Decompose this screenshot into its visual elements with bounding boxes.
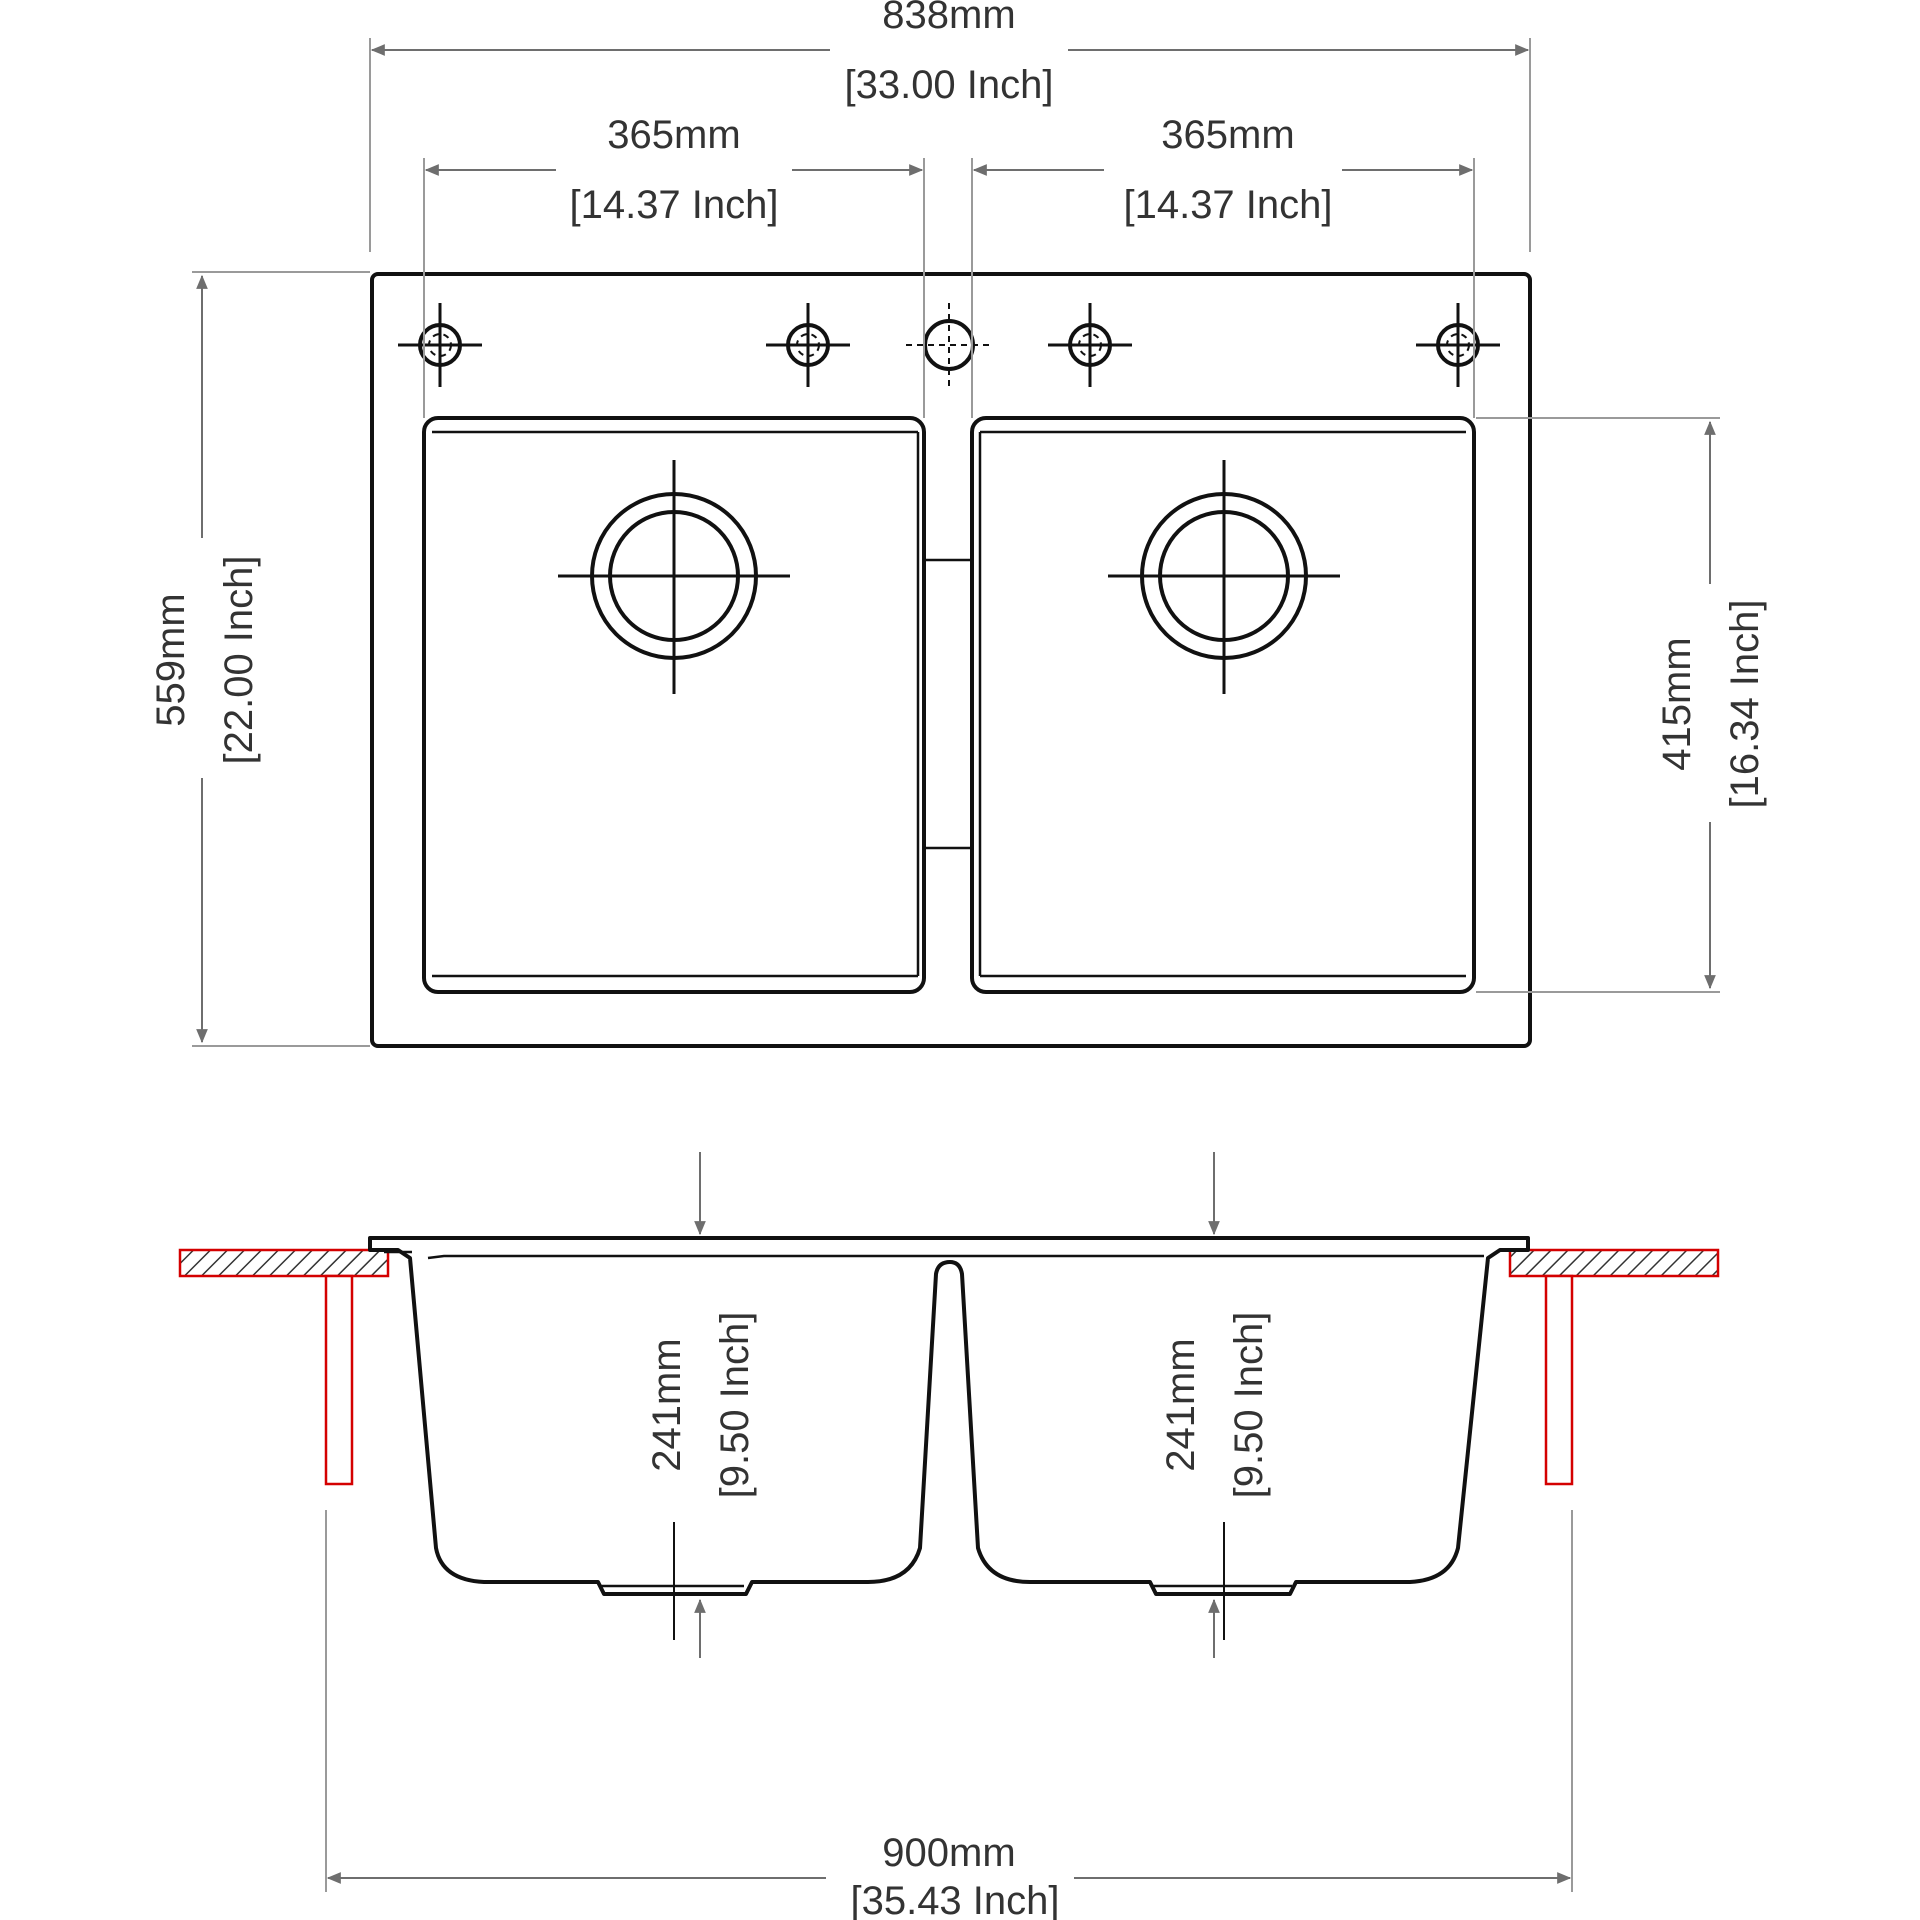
left-bowl-height-inch: [9.50 Inch] — [713, 1312, 757, 1499]
tap-hole-2 — [766, 303, 850, 387]
tap-hole-1 — [398, 303, 482, 387]
cabinet-width-dimension: 900mm [35.43 Inch] — [325, 1510, 1573, 1920]
left-bowl-width-dimension: 365mm [14.37 Inch] — [423, 113, 925, 418]
bowl-depth-inch: [16.34 Inch] — [1723, 599, 1767, 808]
left-bowl-width-mm: 365mm — [607, 113, 740, 157]
right-bowl-height-mm: 241mm — [1159, 1338, 1203, 1471]
tap-hole-4 — [1416, 303, 1500, 387]
top-view: 838mm [33.00 Inch] 365mm [14.37 Inch] 36… — [149, 0, 1767, 1048]
right-bowl-height-dimension: 241mm [9.50 Inch] — [1159, 1152, 1271, 1658]
bowl-depth-dimension: 415mm [16.34 Inch] — [1476, 417, 1767, 993]
section-view: 241mm [9.50 Inch] 241mm [9.50 Inch] 900m… — [178, 1152, 1720, 1920]
bowl-depth-mm: 415mm — [1655, 637, 1699, 770]
right-bowl-width-dimension: 365mm [14.37 Inch] — [971, 113, 1475, 418]
left-bowl-height-dimension: 241mm [9.50 Inch] — [645, 1152, 757, 1658]
right-bowl-height-inch: [9.50 Inch] — [1227, 1312, 1271, 1499]
right-bowl-width-inch: [14.37 Inch] — [1123, 183, 1332, 227]
overall-depth-inch: [22.00 Inch] — [217, 555, 261, 764]
cabinet-side-left — [324, 1274, 354, 1486]
sink-outline — [370, 272, 1532, 1048]
overall-width-inch: [33.00 Inch] — [844, 63, 1053, 107]
bowl-divider — [924, 558, 972, 850]
left-bowl-top — [422, 416, 926, 994]
overall-depth-mm: 559mm — [149, 593, 193, 726]
left-drain — [558, 460, 790, 694]
sink-section-profile — [368, 1236, 1530, 1596]
cabinet-width-inch: [35.43 Inch] — [850, 1879, 1059, 1920]
tap-holes — [398, 303, 1500, 387]
cabinet-side-right — [1544, 1274, 1574, 1486]
tap-hole-center — [906, 303, 992, 387]
tap-hole-3 — [1048, 303, 1132, 387]
left-bowl-height-mm: 241mm — [645, 1338, 689, 1471]
right-bowl-width-mm: 365mm — [1161, 113, 1294, 157]
left-bowl-width-inch: [14.37 Inch] — [569, 183, 778, 227]
countertop-left — [178, 1248, 390, 1278]
countertop-right — [1508, 1248, 1720, 1278]
right-bowl-top — [970, 416, 1476, 994]
right-drain — [1108, 460, 1340, 694]
overall-width-dimension: 838mm [33.00 Inch] — [369, 0, 1531, 252]
cabinet-width-mm: 900mm — [882, 1831, 1015, 1875]
overall-width-mm: 838mm — [882, 0, 1015, 37]
overall-depth-dimension: 559mm [22.00 Inch] — [149, 271, 370, 1047]
